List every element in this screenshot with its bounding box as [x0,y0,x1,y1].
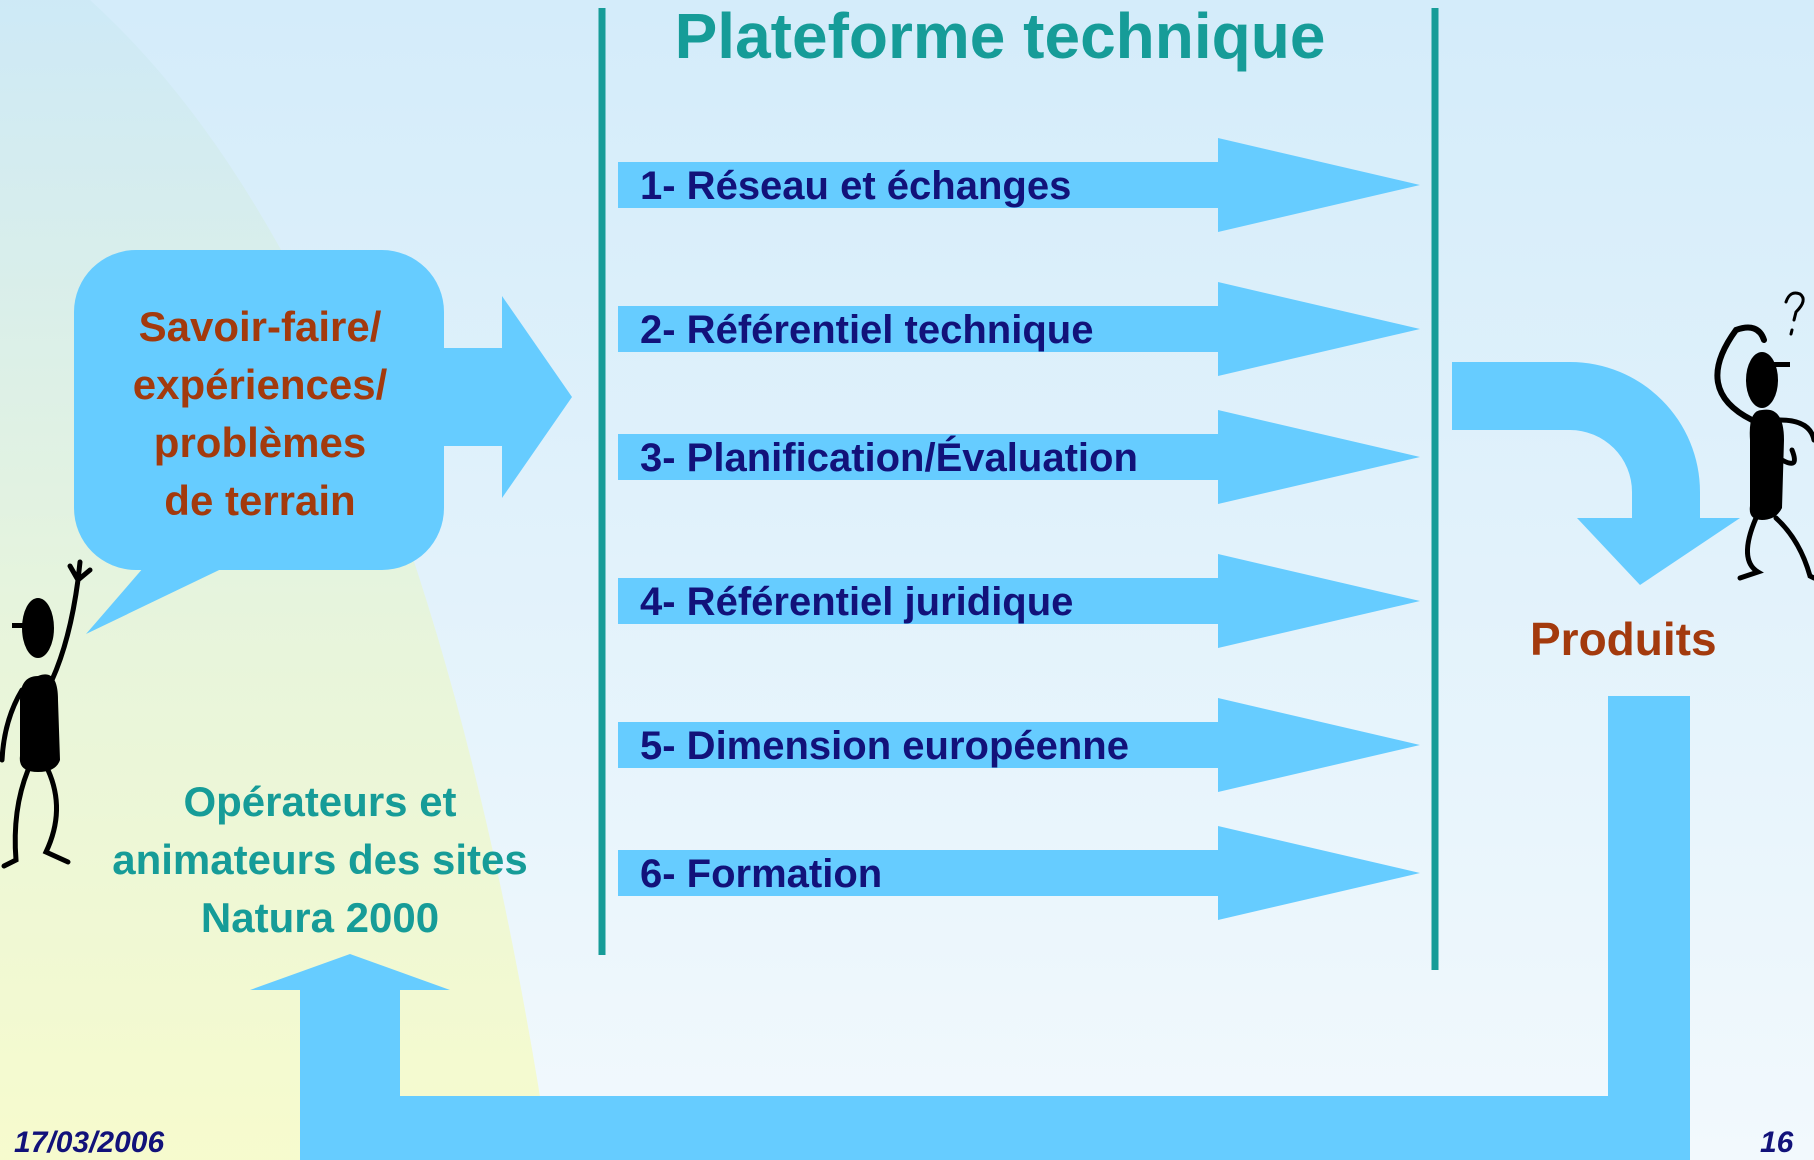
bubble-line-3: problèmes [153,419,367,466]
bubble-line-1: Savoir-faire/ [138,303,382,350]
platform-item-2: 2- Référentiel technique [640,308,1094,352]
arrow-1 [618,138,1420,232]
page-number: 16 [1760,1126,1794,1159]
platform-item-1: 1- Réseau et échanges [640,164,1072,208]
footer-date: 17/03/2006 [14,1126,165,1159]
operators-line-2: animateurs des sites [112,836,528,883]
operators-line-3: Natura 2000 [200,894,440,941]
bubble-text: Savoir-faire/ expériences/ problèmes de … [80,298,440,530]
platform-item-5: 5- Dimension européenne [640,724,1129,768]
operators-line-1: Opérateurs et [183,778,457,825]
arrow-2 [618,282,1420,376]
stick-figure-thinking-icon [1714,324,1814,581]
curved-arrow-to-products [1452,362,1740,585]
bubble-line-2: expériences/ [132,361,388,408]
platform-item-6: 6- Formation [640,852,883,896]
platform-item-3: 3- Planification/Évaluation [640,436,1138,480]
arrow-4 [618,554,1420,648]
stick-figure-waving-icon [0,559,93,869]
platform-title: Plateforme technique [674,0,1326,72]
platform-arrows [618,138,1420,920]
speech-bubble [74,250,444,634]
platform-item-4: 4- Référentiel juridique [640,580,1074,624]
return-arrow [250,696,1690,1160]
arrow-3 [618,410,1420,504]
arrow-5 [618,698,1420,792]
products-label: Produits [1530,613,1717,665]
bubble-to-platform-arrow [440,296,572,498]
arrow-6 [618,826,1420,920]
operators-label: Opérateurs et animateurs des sites Natur… [70,773,570,947]
bubble-line-4: de terrain [164,477,356,524]
question-mark-icon [1784,291,1805,336]
